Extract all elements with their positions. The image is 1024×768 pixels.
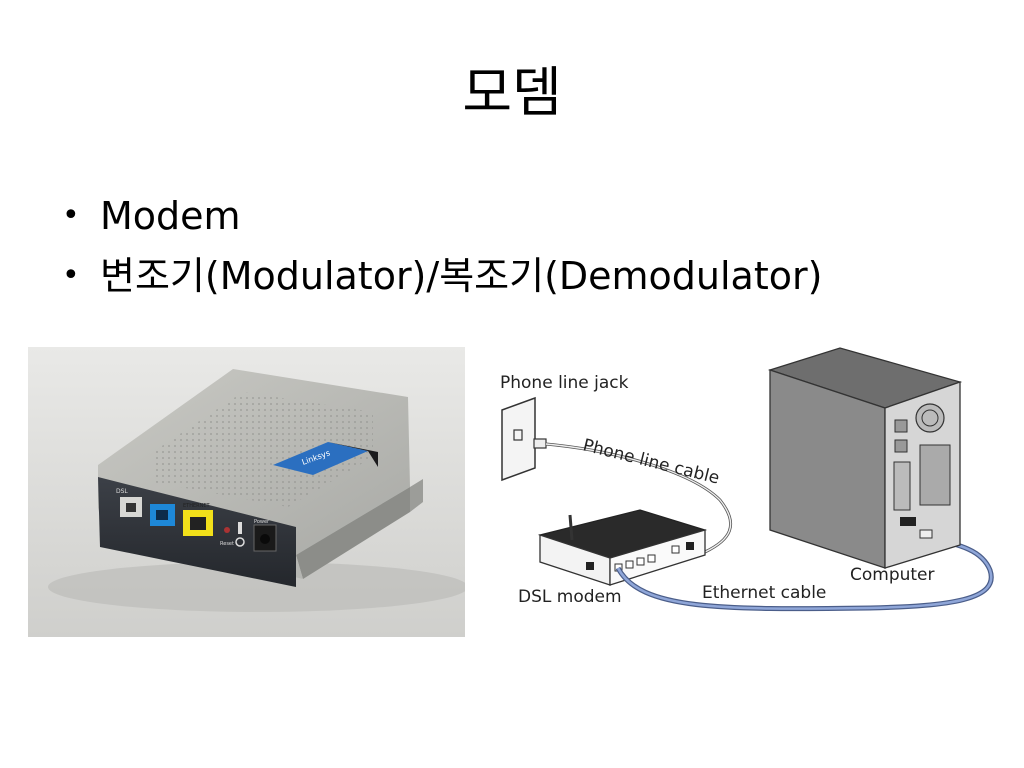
ethernet-port-label: ETHERNET: [183, 503, 211, 509]
reset-button: [224, 527, 230, 533]
bullet-item: • Modem: [62, 186, 822, 246]
dsl-connection-diagram: Phone line jack Phone line cable DSL mod…: [500, 347, 994, 612]
dsl-port-label: DSL: [116, 488, 128, 495]
phone-line-jack-label: Phone line jack: [500, 373, 629, 393]
modem-photo: Linksys DSL ETHERNET Reset Power: [28, 347, 465, 637]
phone-line-cable-label: Phone line cable: [581, 435, 722, 488]
ethernet-cable-label: Ethernet cable: [702, 583, 826, 603]
dsl-modem-label: DSL modem: [518, 587, 622, 607]
power-label: Power: [254, 519, 270, 525]
computer-label: Computer: [850, 565, 935, 585]
bullet-icon: •: [62, 258, 80, 293]
bullet-text: 변조기(Modulator)/복조기(Demodulator): [100, 254, 823, 298]
bullet-text: Modem: [100, 194, 241, 238]
bullet-item: • 변조기(Modulator)/복조기(Demodulator): [62, 246, 822, 306]
computer-tower-icon: [767, 347, 963, 569]
dsl-modem-icon: [537, 509, 708, 586]
bullet-icon: •: [62, 198, 80, 233]
phone-jack-icon: [501, 396, 547, 482]
bullet-list: • Modem • 변조기(Modulator)/복조기(Demodulator…: [62, 186, 822, 306]
reset-label: Reset: [220, 541, 234, 547]
slide-title: 모뎀: [462, 61, 562, 124]
